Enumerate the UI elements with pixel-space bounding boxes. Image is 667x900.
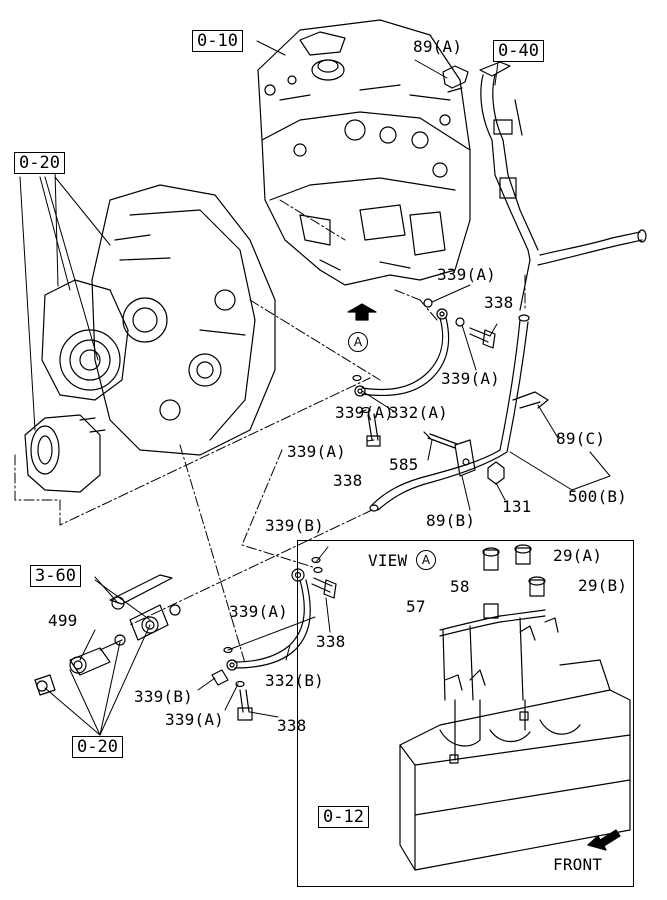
ref-box-0-20-top[interactable]: 0-20: [14, 152, 65, 174]
view-a-inset: [297, 540, 634, 887]
part-label-338: 338: [316, 632, 346, 651]
timing-cover-drawing: [24, 184, 276, 493]
part-label-338: 338: [484, 293, 514, 312]
part-label-339b: 339(B): [134, 687, 193, 706]
part-label-339a: 339(A): [437, 265, 496, 284]
ref-box-0-40[interactable]: 0-40: [493, 40, 544, 62]
part-label-89c: 89(C): [556, 429, 606, 448]
view-title-marker: A: [416, 550, 436, 570]
part-label-58: 58: [450, 577, 470, 596]
part-label-57: 57: [406, 597, 426, 616]
ref-box-0-12[interactable]: 0-12: [318, 806, 369, 828]
front-label: FRONT: [553, 855, 603, 874]
view-title: VIEW: [368, 551, 408, 570]
front-arrow-icon: [587, 829, 621, 851]
view-a-inset-drawing: [399, 544, 631, 871]
pipe-332a-drawing: [352, 298, 496, 447]
fitting-3-60-drawing: [34, 574, 181, 696]
part-label-500b: 500(B): [568, 487, 627, 506]
part-label-332b: 332(B): [265, 671, 324, 690]
part-label-89b: 89(B): [426, 511, 476, 530]
ref-box-0-20-bottom[interactable]: 0-20: [72, 736, 123, 758]
part-label-339a: 339(A): [165, 710, 224, 729]
part-label-29a: 29(A): [553, 546, 603, 565]
part-label-338: 338: [333, 471, 363, 490]
part-label-339a: 339(A): [287, 442, 346, 461]
engine-block-drawing: [257, 19, 471, 286]
oil-level-gauge-drawing: [369, 61, 647, 512]
part-label-332a: 332(A): [389, 403, 448, 422]
view-direction-arrow-icon: [347, 303, 377, 321]
part-label-131: 131: [502, 497, 532, 516]
view-a-marker: A: [348, 332, 368, 352]
ref-box-0-10[interactable]: 0-10: [192, 30, 243, 52]
part-label-339a: 339(A): [335, 403, 394, 422]
part-label-339a: 339(A): [229, 602, 288, 621]
part-label-339a: 339(A): [441, 369, 500, 388]
part-label-339b: 339(B): [265, 516, 324, 535]
ref-box-3-60[interactable]: 3-60: [30, 565, 81, 587]
part-label-89a: 89(A): [413, 37, 463, 56]
part-label-585: 585: [389, 455, 419, 474]
part-label-338: 338: [277, 716, 307, 735]
part-label-29b: 29(B): [578, 576, 628, 595]
part-label-499: 499: [48, 611, 78, 630]
